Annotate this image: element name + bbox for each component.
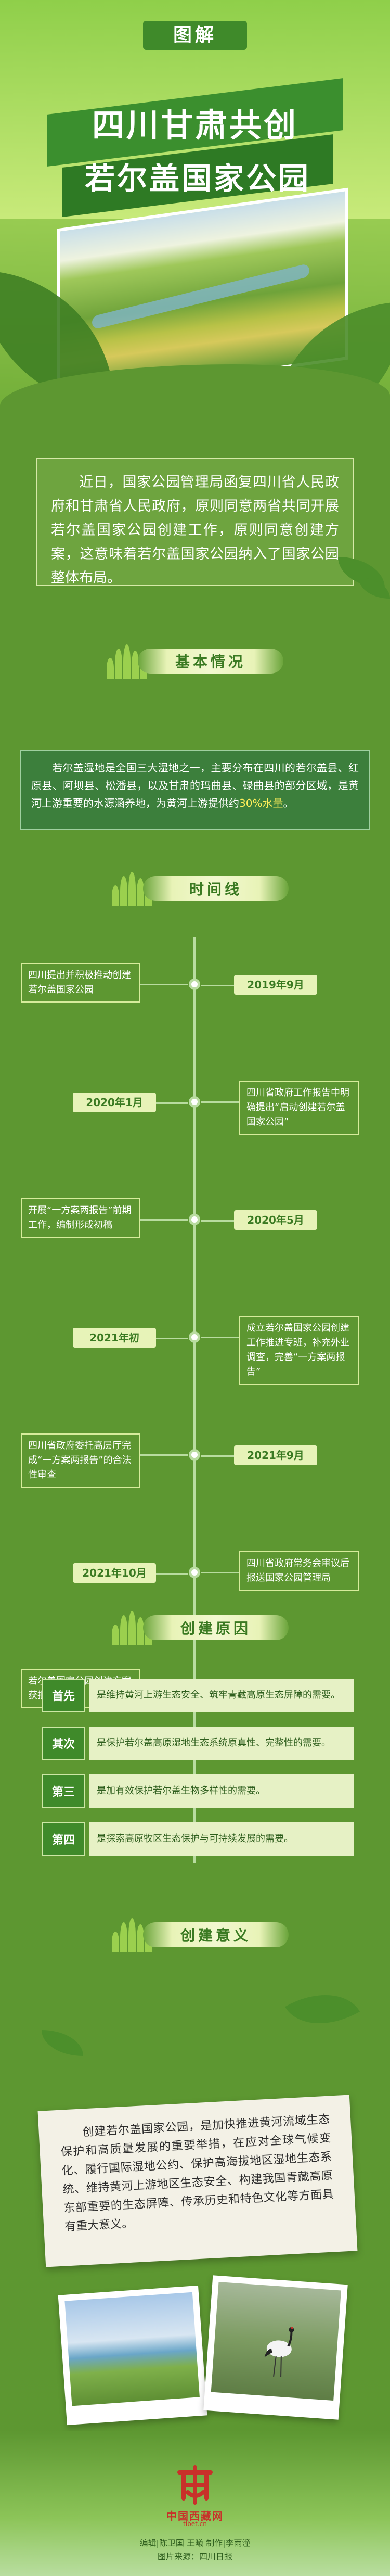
leaf-icon [42, 2030, 83, 2056]
credit-image-source: 图片来源：四川日报 [157, 2552, 232, 2561]
timeline-node [189, 1096, 200, 1108]
title-line-2: 若尔盖国家公园 [84, 160, 310, 196]
timeline-date: 2019年9月 [234, 975, 317, 995]
section-title: 时间线 [143, 876, 289, 901]
leaf-icon [359, 578, 390, 599]
timeline-node [189, 1214, 200, 1225]
reason-row: 其次是保护若尔盖高原湿地生态系统原真性、完整性的需要。 [42, 1727, 354, 1760]
reason-row: 首先是维持黄河上游生态安全、筑牢青藏高原生态屏障的需要。 [42, 1679, 354, 1712]
credit-editors: 编辑|陈卫国 王曦 制作|李雨潼 [139, 2538, 251, 2548]
hero-banner [0, 0, 390, 432]
timeline-connector [156, 1573, 188, 1575]
reason-text: 是加有效保护若尔盖生物多样性的需要。 [89, 1774, 354, 1808]
leaf-icon [285, 1975, 360, 2043]
timeline-connector [201, 1455, 234, 1457]
basic-text-end: 。 [283, 797, 294, 809]
section-heading-basic: 基本情况 [101, 639, 289, 681]
section-heading-meaning: 创建意义 [107, 1913, 294, 1955]
timeline-event-text: 开展“一方案两报告”前期工作，编制形成初稿 [21, 1198, 140, 1238]
timeline-event-text: 四川省政府工作报告中明确提出“启动创建若尔盖国家公园” [239, 1081, 359, 1135]
timeline-connector [201, 1220, 234, 1222]
wetland-image [64, 2292, 200, 2406]
water-highlight: 30%水量 [239, 797, 283, 809]
timeline-connector [201, 1101, 239, 1103]
wetland-photo [58, 2285, 207, 2426]
timeline-connector [156, 1102, 188, 1104]
timeline-node [189, 1449, 200, 1461]
reason-text: 是维持黄河上游生态安全、筑牢青藏高原生态屏障的需要。 [89, 1679, 354, 1712]
timeline-date: 2021年10月 [73, 1563, 156, 1583]
timeline-event-text: 四川省政府委托高层厅完成“一方案两报告”的合法性审查 [21, 1433, 140, 1488]
timeline-connector [140, 984, 188, 985]
reason-label: 首先 [42, 1679, 85, 1712]
reason-row: 第四是探索高原牧区生态保护与可持续发展的需要。 [42, 1822, 354, 1856]
section-title: 创建意义 [143, 1922, 289, 1947]
reason-text: 是探索高原牧区生态保护与可持续发展的需要。 [89, 1822, 354, 1856]
timeline-connector [156, 1338, 188, 1339]
timeline-node [189, 1567, 200, 1578]
basic-info-box: 若尔盖湿地是全国三大湿地之一，主要分布在四川的若尔盖县、红原县、阿坝县、松潘县，… [20, 750, 370, 830]
timeline-axis [193, 937, 196, 1863]
timeline-connector [201, 1337, 239, 1338]
logo-name: 中国西藏网 [166, 2510, 224, 2522]
crane-image [211, 2282, 341, 2401]
meaning-note-paper: 创建若尔盖国家公园，是加快推进黄河流域生态保护和高质量发展的重要举措，在应对全球… [37, 2095, 358, 2267]
timeline-date: 2020年1月 [73, 1093, 156, 1112]
timeline-date: 2020年5月 [234, 1210, 317, 1230]
reason-label: 其次 [42, 1727, 85, 1760]
reason-label: 第四 [42, 1822, 85, 1856]
timeline-event-text: 四川提出并积极推动创建若尔盖国家公园 [21, 963, 140, 1003]
timeline-event-text: 成立若尔盖国家公园创建工作推进专班，补充外业调查，完善“一方案两报告” [239, 1316, 359, 1385]
crane-icon [264, 2327, 294, 2377]
reason-text: 是保护若尔盖高原湿地生态系统原真性、完整性的需要。 [89, 1727, 354, 1760]
reason-row: 第三是加有效保护若尔盖生物多样性的需要。 [42, 1774, 354, 1808]
section-heading-reasons: 创建原因 [107, 1606, 294, 1647]
timeline-node [189, 1331, 200, 1343]
china-tibet-net-logo [177, 2465, 213, 2505]
timeline-connector [140, 1219, 188, 1221]
basic-text: 若尔盖湿地是全国三大湿地之一，主要分布在四川的若尔盖县、红原县、阿坝县、松潘县，… [31, 762, 359, 809]
timeline-connector [140, 1454, 188, 1456]
grass-icon [107, 1609, 169, 1645]
category-tag: 图解 [143, 21, 247, 50]
crane-photo [203, 2275, 348, 2420]
timeline-date: 2021年9月 [234, 1445, 317, 1465]
timeline-connector [201, 985, 234, 986]
river-graphic [91, 263, 310, 330]
intro-paragraph: 近日，国家公园管理局函复四川省人民政府和甘肃省人民政府，原则同意两省共同开展若尔… [36, 458, 354, 586]
logo-url: tibet.cn [183, 2520, 207, 2528]
section-title: 创建原因 [143, 1615, 289, 1640]
timeline-connector [201, 1572, 239, 1573]
timeline-date: 2021年初 [73, 1328, 156, 1348]
timeline-event-text: 四川省政府常务会审议后报送国家公园管理局 [239, 1551, 359, 1591]
timeline-node [189, 979, 200, 990]
section-heading-timeline: 时间线 [107, 867, 294, 908]
reason-label: 第三 [42, 1774, 85, 1808]
section-title: 基本情况 [138, 649, 283, 674]
